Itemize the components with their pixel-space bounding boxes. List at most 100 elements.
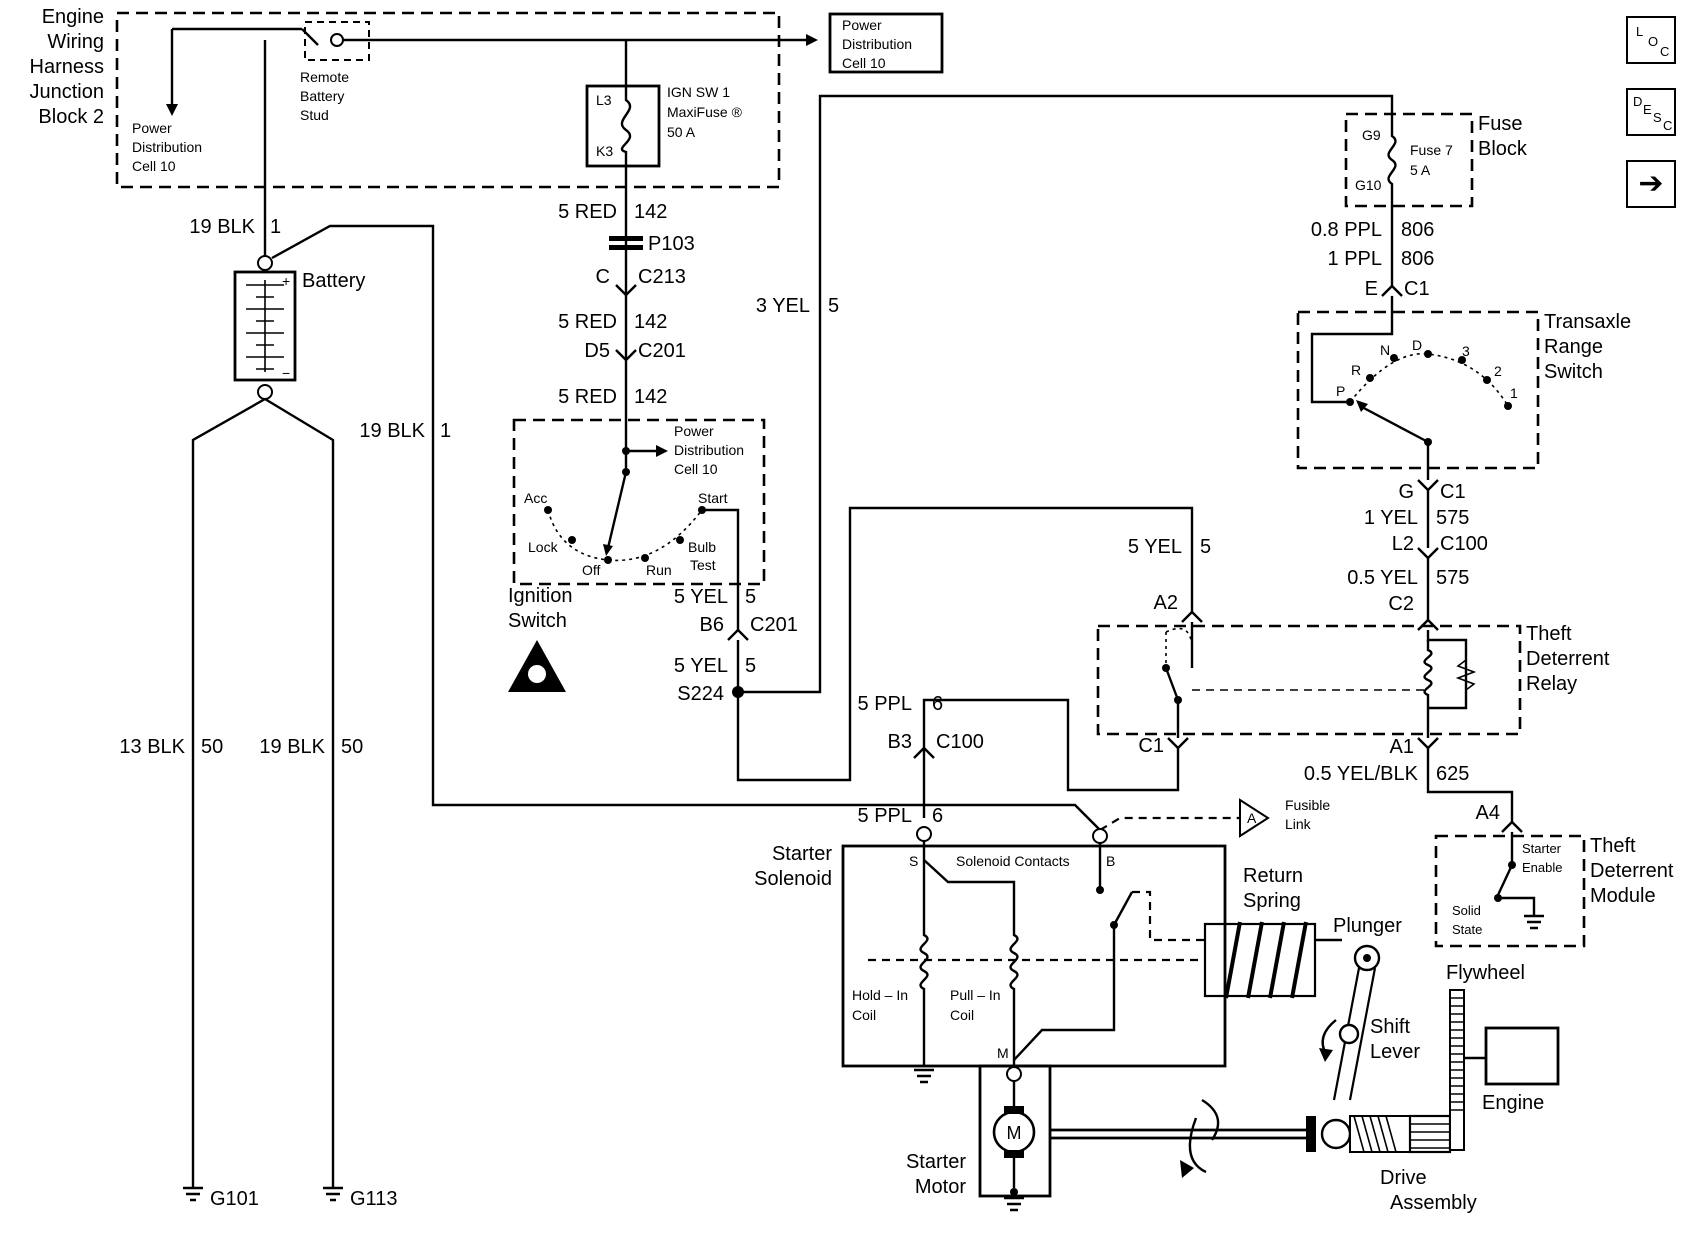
red-ckt-1: 142 <box>634 201 667 223</box>
ppl-ckt-1: 806 <box>1401 219 1434 241</box>
ign-lock: Lock <box>528 539 559 555</box>
ppl-ckt-s: 6 <box>932 805 943 827</box>
trs-g-pin: G <box>1398 481 1414 503</box>
terminal-s: S <box>909 853 918 869</box>
yel-c201: C201 <box>750 614 798 636</box>
ejb-title-5: Block 2 <box>38 106 104 128</box>
trs-title-1: Transaxle <box>1544 311 1631 333</box>
ign-pd-1: Power <box>674 423 714 439</box>
relay-title-2: Deterrent <box>1526 648 1610 670</box>
relay-out-ckt: 625 <box>1436 763 1469 785</box>
relay-c1-pin: C1 <box>1138 735 1164 757</box>
yel-s-ckt: 5 <box>745 655 756 677</box>
tdm-title-1: Theft <box>1590 835 1636 857</box>
transaxle-range-switch: Transaxle Range Switch N D 3 2 1 R P G C… <box>1296 296 1631 631</box>
ign-pd-2: Distribution <box>674 442 744 458</box>
fusible-a: A <box>1247 810 1257 826</box>
shaft-rotation-icon <box>1180 1160 1194 1178</box>
ground2-wire: 19 BLK <box>259 736 325 758</box>
trs-d: D <box>1412 337 1422 353</box>
fuse-title-1: Fuse <box>1478 113 1522 135</box>
ign-title-1: Ignition <box>508 585 573 607</box>
fuse-7-rating: 5 A <box>1410 162 1431 178</box>
ejb-title-4: Junction <box>30 81 105 103</box>
s224-splice: S224 <box>677 683 724 705</box>
ground-g101-icon <box>183 1186 203 1202</box>
next-arrow-button[interactable]: ➔ <box>1626 160 1676 208</box>
loc-l: L <box>1636 24 1644 39</box>
ppl-wire-1: 0.8 PPL <box>1311 219 1382 241</box>
ppl-wire-b3: 5 PPL <box>858 693 912 715</box>
pull-in-1: Pull – In <box>950 987 1001 1003</box>
trs-n: N <box>1380 342 1390 358</box>
c2-pin: C2 <box>1388 593 1414 615</box>
yel-a2-wire: 5 YEL <box>1128 536 1182 558</box>
ign-bulb-1: Bulb <box>688 539 716 555</box>
battery-mid-ckt: 1 <box>440 420 451 442</box>
drive-label-1: Drive <box>1380 1167 1427 1189</box>
trs-yel05-ckt: 575 <box>1436 567 1469 589</box>
relay-out-wire: 0.5 YEL/BLK <box>1304 763 1419 785</box>
c201-label: C201 <box>638 340 686 362</box>
pd-top-2: Distribution <box>842 36 912 52</box>
battery-symbol <box>233 270 297 382</box>
pin-k3: K3 <box>596 143 613 159</box>
red-wire-2: 5 RED <box>558 311 617 333</box>
stud-label-1: Remote <box>300 69 349 85</box>
terminal-b: B <box>1106 853 1115 869</box>
ign-off: Off <box>582 562 601 578</box>
hold-in-1: Hold – In <box>852 987 908 1003</box>
desc-c: C <box>1663 118 1673 133</box>
flywheel-label: Flywheel <box>1446 962 1525 984</box>
location-button[interactable]: L O C <box>1626 16 1676 64</box>
red-ckt-3: 142 <box>634 386 667 408</box>
yel-b6-ckt: 5 <box>745 586 756 608</box>
trs-p: P <box>1336 383 1345 399</box>
ground1-wire: 13 BLK <box>119 736 185 758</box>
return-spring-1: Return <box>1243 865 1303 887</box>
flywheel-engine: Flywheel Engine <box>1446 962 1560 1151</box>
ppl-ckt-b3: 6 <box>932 693 943 715</box>
ign-start: Start <box>698 490 728 506</box>
desc-e: E <box>1643 102 1652 117</box>
pin-l3: L3 <box>596 92 612 108</box>
trs-3: 3 <box>1462 343 1470 359</box>
solenoid-title-2: Solenoid <box>754 868 832 890</box>
ign-fuse-2: MaxiFuse ® <box>667 104 743 120</box>
tdm-title-3: Module <box>1590 885 1656 907</box>
fuse-g9: G9 <box>1362 127 1381 143</box>
trs-yel-wire: 1 YEL <box>1364 507 1418 529</box>
terminal-m: M <box>997 1045 1009 1061</box>
fuse-7: Fuse 7 <box>1410 142 1453 158</box>
power-distribution-arrow-icon <box>166 104 178 116</box>
ground2-ckt: 50 <box>341 736 363 758</box>
battery-plus: + <box>282 273 290 289</box>
motor-title-1: Starter <box>906 1151 966 1173</box>
loc-o: O <box>1648 34 1659 49</box>
engine-label: Engine <box>1482 1092 1544 1114</box>
starter-motor: M Starter Motor <box>906 1064 1052 1212</box>
theft-deterrent-module: A4 Theft Deterrent Module Starter Enable… <box>1434 802 1674 948</box>
starter-solenoid: Starter Solenoid S B Solenoid Contacts M… <box>754 826 1227 1084</box>
fusible-label-1: Fusible <box>1285 797 1330 813</box>
red-wire-3: 5 RED <box>558 386 617 408</box>
pull-in-2: Coil <box>950 1007 974 1023</box>
c213-label: C213 <box>638 266 686 288</box>
theft-deterrent-relay: Theft Deterrent Relay C1 A1 0.5 YEL/BLK … <box>922 622 1610 822</box>
fuse-block: Fuse Block G9 G10 Fuse 7 5 A 0.8 PPL 806… <box>1311 108 1528 300</box>
c-pin: C <box>596 266 610 288</box>
plunger-assembly: Return Spring Plunger Shift Lever <box>1203 865 1420 1101</box>
trs-yel05-wire: 0.5 YEL <box>1347 567 1418 589</box>
trs-c1: C1 <box>1440 481 1466 503</box>
description-button[interactable]: D E S C <box>1626 88 1676 136</box>
ppl-wire-2: 1 PPL <box>1328 248 1382 270</box>
c100-trs: C100 <box>1440 533 1488 555</box>
plunger-label: Plunger <box>1333 915 1402 937</box>
ign-bulb-2: Test <box>690 557 716 573</box>
engine-wiring-junction-block: Engine Wiring Harness Junction Block 2 P… <box>30 6 818 189</box>
battery-top-ckt: 1 <box>270 216 281 238</box>
fuse-title-2: Block <box>1478 138 1528 160</box>
motor-title-2: Motor <box>915 1176 966 1198</box>
l2-pin: L2 <box>1392 533 1414 555</box>
